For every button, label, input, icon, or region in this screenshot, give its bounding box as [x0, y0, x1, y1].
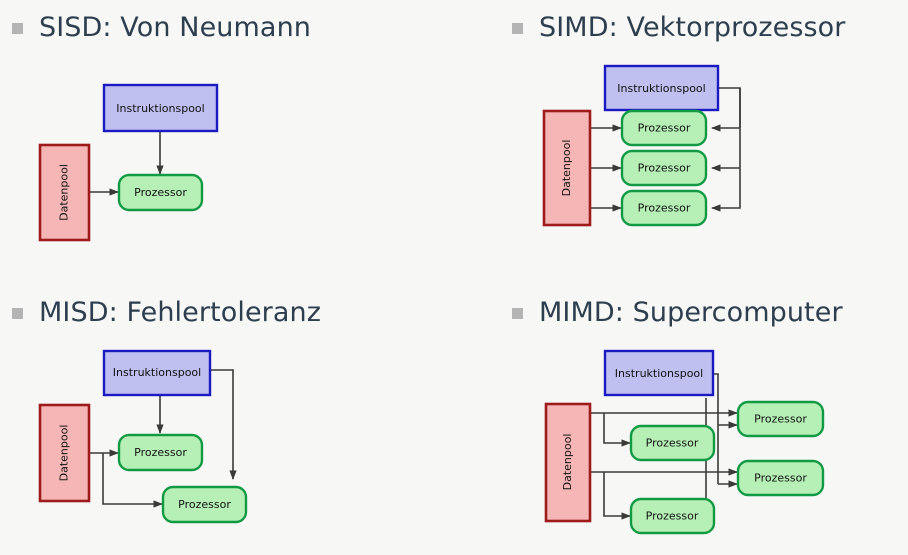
node-instruktionspool: Instruktionspool [102, 83, 219, 133]
slide-canvas: SISD: Von Neumann Instruktionspool [0, 0, 908, 535]
square-bullet-icon [12, 23, 23, 34]
node-instruktionspool: Instruktionspool [102, 349, 212, 397]
node-prozessor-middle-1: Prozessor [629, 424, 716, 462]
node-instruktionspool-label: Instruktionspool [617, 82, 705, 95]
node-datenpool-label: Datenpool [58, 425, 71, 482]
edge-data-to-processor-m1 [603, 413, 631, 447]
heading-simd-text: SIMD: Vektorprozessor [539, 12, 846, 43]
diagram-mimd: Instruktionspool Datenpool Prozessor Pro… [454, 341, 908, 555]
quadrant-sisd: SISD: Von Neumann Instruktionspool [0, 0, 454, 270]
heading-sisd-text: SISD: Von Neumann [39, 12, 311, 43]
node-prozessor-right-2: Prozessor [736, 459, 825, 497]
quadrant-simd: SIMD: Vektorprozessor [454, 0, 908, 270]
node-prozessor-3-label: Prozessor [638, 202, 691, 215]
node-prozessor-right-1-label: Prozessor [754, 413, 807, 426]
heading-simd: SIMD: Vektorprozessor [512, 14, 846, 41]
node-prozessor-right-1: Prozessor [736, 400, 825, 438]
node-datenpool: Datenpool [38, 143, 91, 242]
square-bullet-icon [12, 308, 23, 319]
square-bullet-icon [512, 23, 523, 34]
node-datenpool: Datenpool [38, 403, 91, 503]
quadrant-mimd: MIMD: Supercomputer [454, 285, 908, 555]
node-prozessor-middle-1-label: Prozessor [646, 437, 699, 450]
node-datenpool-label: Datenpool [561, 434, 574, 491]
diagram-sisd: Instruktionspool Datenpool Prozessor [0, 56, 454, 270]
node-datenpool-label: Datenpool [58, 164, 71, 221]
quadrant-misd: MISD: Fehlertoleranz Inst [0, 285, 454, 555]
heading-misd: MISD: Fehlertoleranz [12, 299, 321, 326]
node-prozessor-1: Prozessor [117, 433, 204, 472]
edge-data-to-processor-2 [102, 453, 163, 508]
node-instruktionspool: Instruktionspool [603, 64, 720, 112]
heading-mimd: MIMD: Supercomputer [512, 299, 843, 326]
node-datenpool-label: Datenpool [560, 140, 573, 197]
node-prozessor-1-label: Prozessor [134, 446, 187, 459]
heading-sisd: SISD: Von Neumann [12, 14, 311, 41]
node-prozessor-right-2-label: Prozessor [754, 472, 807, 485]
node-instruktionspool-label: Instruktionspool [113, 366, 201, 379]
edge-instruction-to-processor-2 [210, 369, 237, 480]
node-prozessor-middle-2: Prozessor [629, 497, 716, 535]
node-prozessor-3: Prozessor [620, 189, 708, 227]
node-prozessor-middle-2-label: Prozessor [646, 510, 699, 523]
node-prozessor-2: Prozessor [161, 485, 248, 524]
node-instruktionspool-label: Instruktionspool [116, 102, 204, 115]
square-bullet-icon [512, 308, 523, 319]
edge-instruction-to-processor-3 [711, 168, 741, 212]
diagram-simd: Instruktionspool Datenpool Prozessor Pro… [454, 56, 908, 270]
heading-misd-text: MISD: Fehlertoleranz [39, 297, 322, 328]
edge-data-to-processor-m2 [603, 472, 631, 520]
node-instruktionspool: Instruktionspool [603, 349, 715, 397]
node-prozessor-2: Prozessor [620, 149, 708, 187]
node-prozessor-1: Prozessor [117, 173, 204, 212]
node-prozessor-1-label: Prozessor [638, 122, 691, 135]
node-datenpool: Datenpool [544, 402, 592, 523]
diagram-misd: Instruktionspool Datenpool Prozessor Pro… [0, 341, 454, 555]
heading-mimd-text: MIMD: Supercomputer [539, 297, 843, 328]
node-prozessor-2-label: Prozessor [638, 162, 691, 175]
node-prozessor-2-label: Prozessor [178, 498, 231, 511]
node-prozessor-1-label: Prozessor [134, 186, 187, 199]
node-instruktionspool-label: Instruktionspool [615, 367, 703, 380]
node-prozessor-1: Prozessor [620, 109, 708, 147]
node-datenpool: Datenpool [542, 109, 592, 227]
